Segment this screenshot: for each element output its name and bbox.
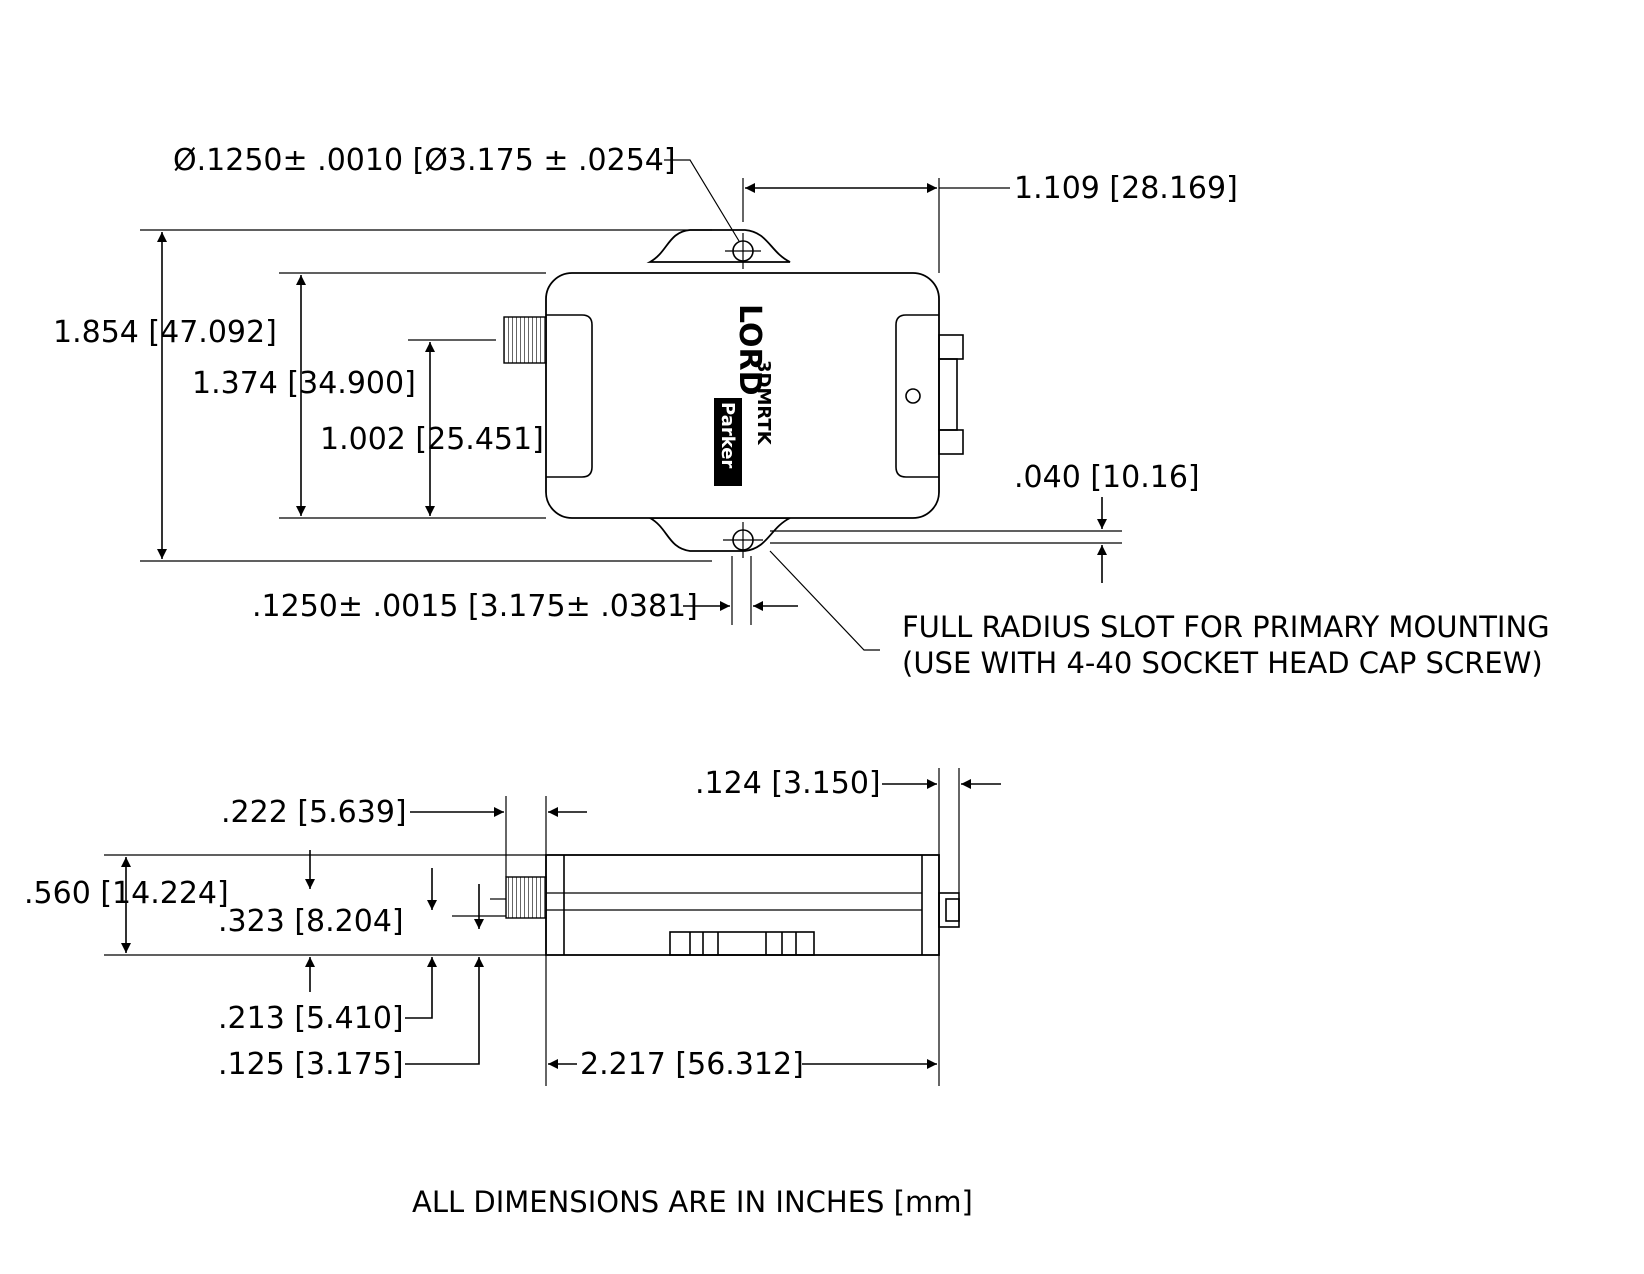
brand-logo: LORD <box>732 304 767 396</box>
label-connector-height: 1.002 [25.451] <box>320 422 544 457</box>
side-right-connector <box>938 892 960 928</box>
footer-note: ALL DIMENSIONS ARE IN INCHES [mm] <box>412 1185 973 1219</box>
right-connector-upper <box>938 334 964 360</box>
svg-text:3DMRTK: 3DMRTK <box>753 360 774 446</box>
side-sma-connector <box>505 876 547 919</box>
bottom-feature <box>669 931 815 956</box>
right-connector-recess <box>895 314 939 478</box>
label-body-height: 1.374 [34.900] <box>192 366 416 401</box>
label-connector-center: .213 [5.410] <box>218 1001 404 1036</box>
parker-logo-box <box>714 398 742 486</box>
side-view: .124 [3.150] .222 [5.639] .560 [14.224] … <box>24 766 1001 1086</box>
bottom-mounting-tab <box>646 517 791 552</box>
label-overall-thickness: .560 [14.224] <box>24 876 229 911</box>
svg-text:LORD: LORD <box>732 304 767 396</box>
indicator-icon <box>905 388 921 404</box>
parker-logo-text: Parker <box>717 402 738 468</box>
sma-connector <box>503 316 547 364</box>
label-body-length: 2.217 [56.312] <box>580 1047 804 1082</box>
note-slot-line1: FULL RADIUS SLOT FOR PRIMARY MOUNTING <box>902 610 1550 644</box>
label-connector-offset: .124 [3.150] <box>695 766 881 801</box>
top-mounting-tab <box>646 229 791 263</box>
label-sma-center: .323 [8.204] <box>218 904 404 939</box>
side-housing <box>545 854 940 956</box>
right-connector-lower <box>938 429 964 455</box>
right-connector-body <box>938 358 958 431</box>
note-slot-line2: (USE WITH 4-40 SOCKET HEAD CAP SCREW) <box>902 646 1543 680</box>
label-slot-width: .1250± .0015 [3.175± .0381] <box>252 589 698 624</box>
label-sma-length: .222 [5.639] <box>221 795 407 830</box>
label-hole-diameter: Ø.1250± .0010 [Ø3.175 ± .0254] <box>173 143 676 178</box>
label-base-thickness: .125 [3.175] <box>218 1047 404 1082</box>
left-connector-recess <box>546 314 593 478</box>
dim-base-thickness-bottom <box>405 957 484 1065</box>
model-label: 3DMRTK <box>753 360 774 446</box>
label-width-to-connector: 1.109 [28.169] <box>1014 171 1238 206</box>
label-flange-thickness: .040 [10.16] <box>1014 460 1200 495</box>
label-overall-height: 1.854 [47.092] <box>53 315 277 350</box>
top-view: LORD 3DMRTK Parker <box>53 143 1550 680</box>
dim-connector-center-bottom <box>405 957 437 1019</box>
